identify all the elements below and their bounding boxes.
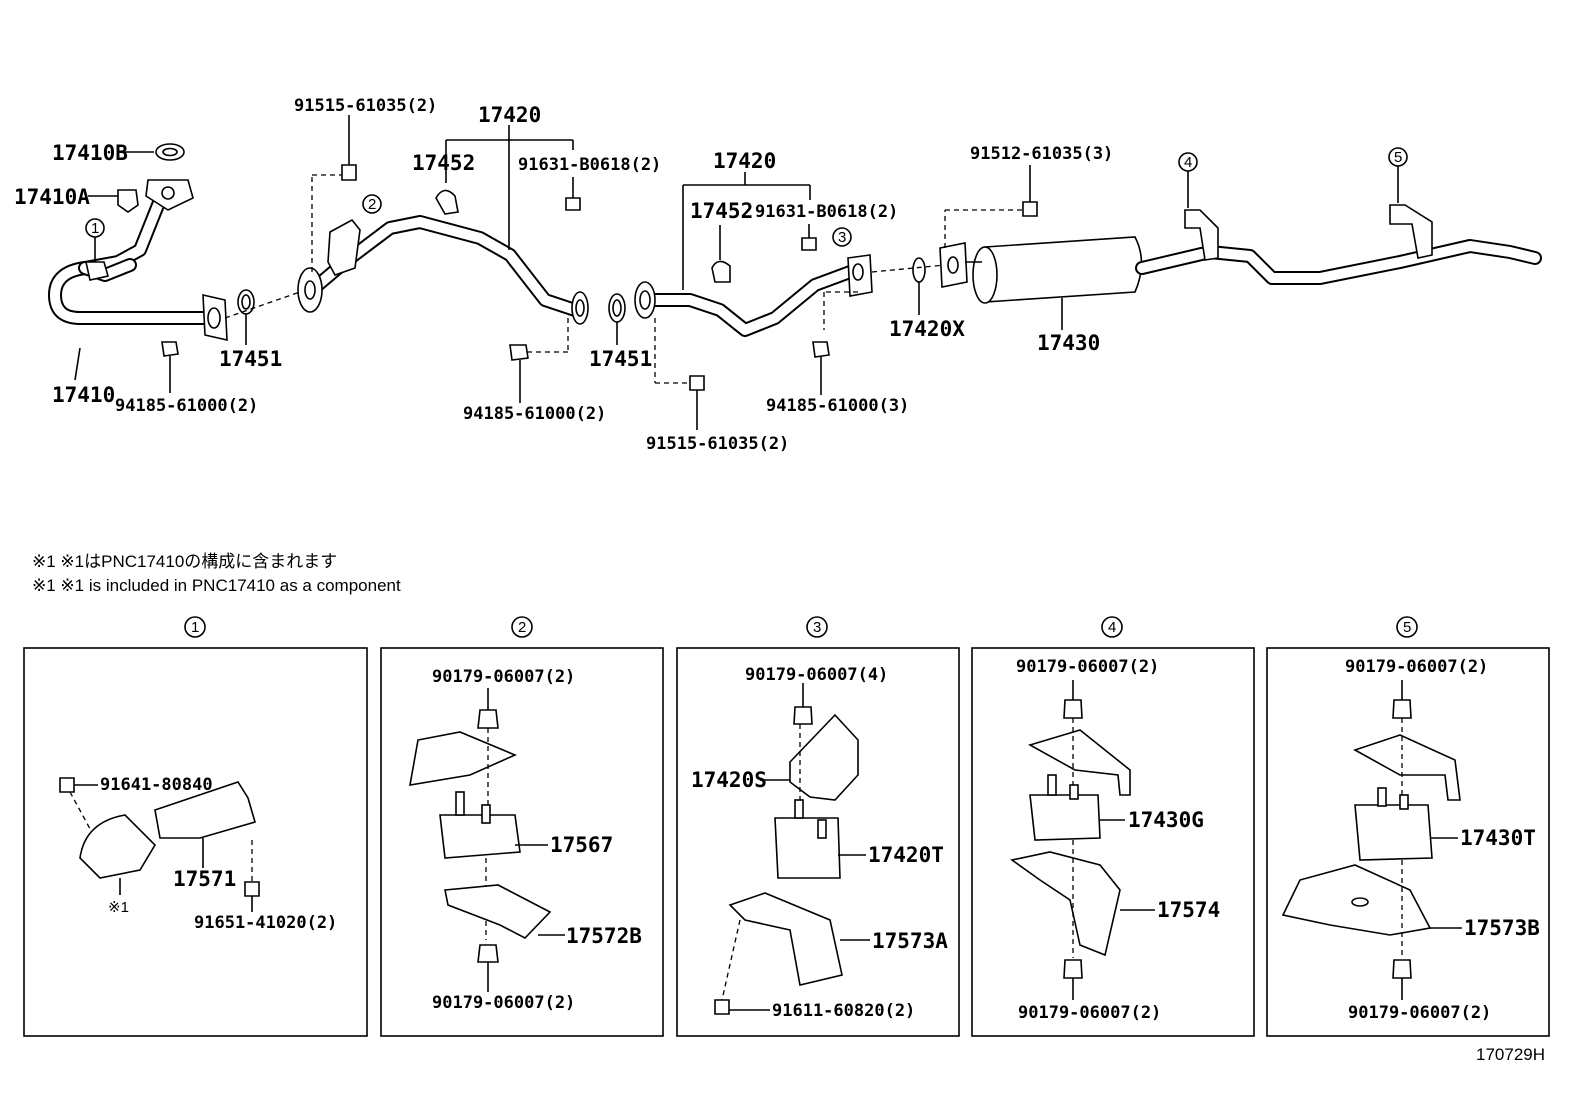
label-17410: 17410 xyxy=(52,383,115,407)
note-english: ※1 ※1 is included in PNC17410 as a compo… xyxy=(32,576,401,595)
panel-5-parts xyxy=(1281,680,1462,1000)
panel-3-title: 3 xyxy=(813,619,821,636)
label-91515b: 91515-61035(2) xyxy=(646,434,789,454)
center-pipe-17420b[interactable] xyxy=(634,254,873,337)
panel-1 xyxy=(23,647,368,1037)
label-17420X: 17420X xyxy=(889,317,965,341)
label-17430: 17430 xyxy=(1037,331,1100,355)
panel-2 xyxy=(380,647,664,1037)
p2-label-b: 17567 xyxy=(550,833,613,857)
p4-label-c: 17574 xyxy=(1157,898,1220,922)
callout-4: 4 xyxy=(1184,154,1192,171)
label-17420a: 17420 xyxy=(478,103,541,127)
panel-2-parts xyxy=(409,688,565,992)
label-94185b: 94185-61000(2) xyxy=(463,404,606,424)
p4-label-d: 90179-06007(2) xyxy=(1018,1003,1161,1023)
p4-label-b: 17430G xyxy=(1128,808,1204,832)
callout-2: 2 xyxy=(368,196,376,213)
p3-label-e: 91611-60820(2) xyxy=(772,1001,915,1021)
label-17452a: 17452 xyxy=(412,151,475,175)
diagram-code: 170729H xyxy=(1476,1045,1545,1064)
p2-label-d: 90179-06007(2) xyxy=(432,993,575,1013)
nut-17410A[interactable] xyxy=(117,189,139,213)
label-94185c: 94185-61000(3) xyxy=(766,396,909,416)
label-17452b: 17452 xyxy=(690,199,753,223)
p5-label-a: 90179-06007(2) xyxy=(1345,657,1488,677)
label-94185a: 94185-61000(2) xyxy=(115,396,258,416)
front-pipe-17410[interactable] xyxy=(48,179,228,342)
panel-2-title: 2 xyxy=(518,619,526,636)
panel-4-parts xyxy=(1010,680,1155,1000)
p3-label-b: 17420S xyxy=(691,768,767,792)
p1-label-b: 17571 xyxy=(173,867,236,891)
label-17410A: 17410A xyxy=(14,185,90,209)
label-91512: 91512-61035(3) xyxy=(970,144,1113,164)
label-91631b: 91631-B0618(2) xyxy=(755,202,898,222)
p4-label-a: 90179-06007(2) xyxy=(1016,657,1159,677)
p5-label-d: 90179-06007(2) xyxy=(1348,1003,1491,1023)
p1-label-a: 91641-80840 xyxy=(100,775,213,795)
clamp-17452a[interactable] xyxy=(435,189,459,215)
gasket-17420X[interactable] xyxy=(912,257,926,283)
label-17410B: 17410B xyxy=(52,141,128,165)
p3-label-c: 17420T xyxy=(868,843,944,867)
label-17451a: 17451 xyxy=(219,347,282,371)
p2-label-a: 90179-06007(2) xyxy=(432,667,575,687)
center-pipe-17420a[interactable] xyxy=(297,215,589,325)
panel-5-title: 5 xyxy=(1403,619,1411,636)
label-17451b: 17451 xyxy=(589,347,652,371)
label-91515a: 91515-61035(2) xyxy=(294,96,437,116)
p2-label-c: 17572B xyxy=(566,924,642,948)
note-japanese: ※1 ※1はPNC17410の構成に含まれます xyxy=(32,552,337,571)
label-91631a: 91631-B0618(2) xyxy=(518,155,661,175)
clamp-17452b[interactable] xyxy=(711,260,731,283)
muffler-17430[interactable] xyxy=(939,204,1542,304)
p3-label-a: 90179-06007(4) xyxy=(745,665,888,685)
p1-mark: ※1 xyxy=(108,899,129,916)
label-17420b: 17420 xyxy=(713,149,776,173)
panel-1-title: 1 xyxy=(191,619,199,636)
panel-3-parts xyxy=(714,683,870,1015)
callout-3: 3 xyxy=(838,229,846,246)
callout-1: 1 xyxy=(91,220,99,237)
panel-5 xyxy=(1266,647,1550,1037)
panel-4-title: 4 xyxy=(1108,619,1116,636)
p3-label-d: 17573A xyxy=(872,929,948,953)
panel-1-parts xyxy=(59,777,260,912)
p5-label-c: 17573B xyxy=(1464,916,1540,940)
p5-label-b: 17430T xyxy=(1460,826,1536,850)
panel-3 xyxy=(676,647,960,1037)
panel-4 xyxy=(971,647,1255,1037)
callout-5: 5 xyxy=(1394,149,1402,166)
p1-label-c: 91651-41020(2) xyxy=(194,913,337,933)
